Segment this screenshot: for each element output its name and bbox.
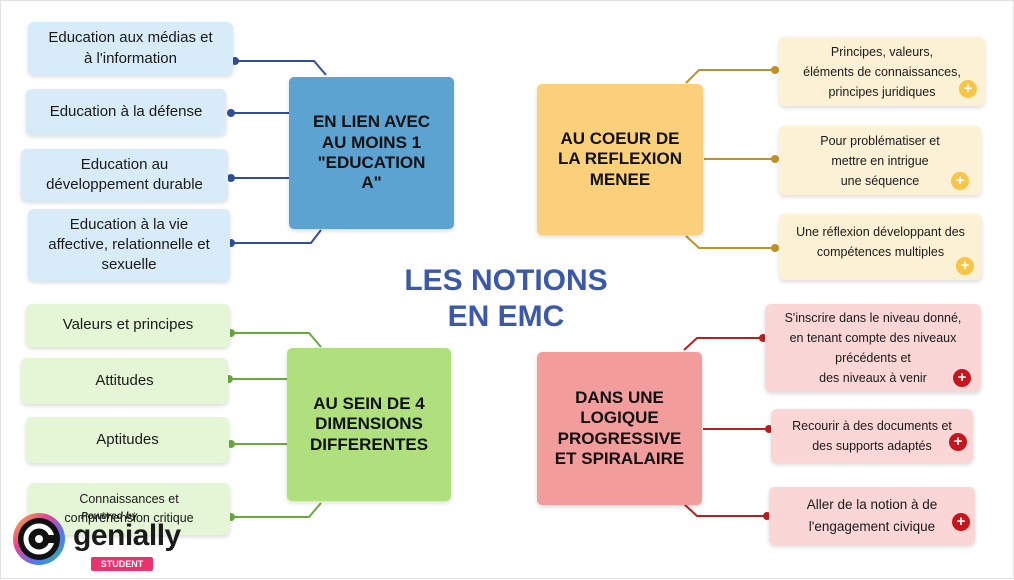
leaf-text-line: Connaissances et bbox=[79, 491, 179, 506]
branch-education-node[interactable]: EN LIEN AVEC AU MOINS 1 "EDUCATION A" bbox=[289, 77, 454, 229]
leaf-principes-valeurs[interactable]: Principes, valeurs, éléments de connaiss… bbox=[779, 37, 985, 106]
leaf-text-line: l'engagement civique bbox=[808, 519, 936, 534]
branch-label-line: PROGRESSIVE bbox=[557, 428, 682, 448]
leaf-text-line: affective, relationnelle et bbox=[48, 235, 210, 253]
leaf-reflexion-competences[interactable]: Une réflexion développant des compétence… bbox=[779, 214, 982, 280]
genially-brand-text: genially bbox=[73, 519, 181, 552]
leaf-recourir-documents[interactable]: Recourir à des documents et des supports… bbox=[771, 409, 973, 463]
connector-red-3 bbox=[683, 503, 767, 517]
leaf-text-line: précédents et bbox=[835, 351, 911, 365]
branch-label-line: AU COEUR DE bbox=[560, 128, 680, 148]
branch-dimensions-node[interactable]: AU SEIN DE 4 DIMENSIONS DIFFERENTES bbox=[287, 348, 451, 501]
leaf-text-line: une séquence bbox=[840, 173, 920, 188]
connector-dot bbox=[231, 57, 239, 65]
leaf-text-line: Education à la vie bbox=[69, 215, 189, 233]
connector-dot bbox=[227, 174, 235, 182]
leaf-text-line: sexuelle bbox=[101, 256, 157, 274]
connector-blue-4 bbox=[231, 229, 322, 244]
leaf-text-line: des supports adaptés bbox=[812, 439, 932, 453]
leaf-text-line: Attitudes bbox=[95, 371, 154, 389]
leaf-sinscrire-niveau[interactable]: S'inscrire dans le niveau donné, en tena… bbox=[765, 304, 981, 392]
title-line-1: LES NOTIONS bbox=[404, 264, 608, 297]
blue-connectors bbox=[231, 60, 327, 244]
connector-green-1 bbox=[231, 332, 322, 348]
leaf-text-line: Recourir à des documents et bbox=[792, 419, 952, 433]
connector-dot bbox=[227, 440, 235, 448]
expand-plus-icon[interactable]: + bbox=[949, 433, 967, 451]
branch-label-line: AU MOINS 1 bbox=[321, 132, 422, 152]
leaf-problematiser[interactable]: Pour problématiser et mettre en intrigue… bbox=[779, 126, 981, 195]
branch-label-line: LOGIQUE bbox=[580, 408, 659, 428]
leaf-text-line: compréhension critique bbox=[64, 511, 194, 525]
leaf-education-developpement-durable[interactable]: Education au développement durable bbox=[21, 149, 228, 201]
title-line-2: EN EMC bbox=[447, 300, 565, 333]
student-badge: STUDENT bbox=[91, 557, 153, 571]
connector-dot bbox=[771, 244, 779, 252]
expand-plus-icon[interactable]: + bbox=[952, 513, 970, 531]
leaf-notion-engagement[interactable]: Aller de la notion à de l'engagement civ… bbox=[769, 487, 975, 545]
branch-logique-node[interactable]: DANS UNE LOGIQUE PROGRESSIVE ET SPIRALAI… bbox=[537, 352, 702, 505]
genially-logo-icon bbox=[13, 513, 65, 565]
connector-dot bbox=[771, 66, 779, 74]
leaf-aptitudes[interactable]: Aptitudes bbox=[26, 417, 229, 463]
leaf-text-line: Aptitudes bbox=[96, 430, 159, 448]
leaf-attitudes[interactable]: Attitudes bbox=[21, 358, 228, 404]
expand-plus-icon[interactable]: + bbox=[959, 80, 977, 98]
leaf-education-vie-affective[interactable]: Education à la vie affective, relationne… bbox=[28, 209, 230, 281]
leaf-valeurs-principes[interactable]: Valeurs et principes bbox=[26, 304, 230, 347]
connector-blue-1 bbox=[235, 60, 327, 76]
branch-label-line: LA REFLEXION bbox=[557, 149, 683, 169]
yellow-connectors bbox=[685, 69, 775, 249]
expand-plus-icon[interactable]: + bbox=[951, 172, 969, 190]
leaf-text-line: Une réflexion développant des bbox=[796, 225, 965, 239]
leaf-education-defense[interactable]: Education à la défense bbox=[26, 89, 226, 135]
leaf-text-line: en tenant compte des niveaux bbox=[789, 331, 957, 345]
leaf-text-line: Principes, valeurs, bbox=[830, 44, 934, 59]
branch-label-line: "EDUCATION bbox=[317, 153, 426, 172]
leaf-text-line: S'inscrire dans le niveau donné, bbox=[784, 311, 962, 325]
leaf-text-line: Education au bbox=[80, 155, 169, 173]
leaf-text-line: mettre en intrigue bbox=[831, 153, 929, 168]
branch-label-line: DIMENSIONS bbox=[315, 414, 423, 434]
leaf-text-line: des niveaux à venir bbox=[819, 371, 927, 385]
leaf-text-line: Education à la défense bbox=[49, 102, 203, 120]
leaf-text-line: Aller de la notion à de bbox=[806, 497, 938, 513]
branch-label-line: DIFFERENTES bbox=[309, 434, 429, 454]
genially-logo[interactable]: Powered by genially STUDENT bbox=[7, 507, 181, 575]
leaf-text-line: à l'information bbox=[84, 49, 177, 67]
branch-label-line: DANS UNE bbox=[575, 387, 664, 407]
connector-dot bbox=[227, 109, 235, 117]
branch-label-line: EN LIEN AVEC bbox=[312, 112, 431, 132]
powered-by-text: Powered by bbox=[81, 511, 138, 522]
connector-red-1 bbox=[683, 337, 763, 351]
connector-yellow-3 bbox=[685, 235, 775, 249]
connector-green-4 bbox=[231, 502, 322, 518]
leaf-text-line: éléments de connaissances, bbox=[803, 64, 961, 79]
expand-plus-icon[interactable]: + bbox=[956, 257, 974, 275]
leaf-text-line: Education aux médias et bbox=[48, 29, 213, 47]
branch-label-line: AU SEIN DE 4 bbox=[313, 393, 425, 413]
connector-dot bbox=[771, 155, 779, 163]
green-connectors bbox=[229, 332, 322, 518]
branch-label-line: MENEE bbox=[589, 169, 651, 189]
branch-label-line: ET SPIRALAIRE bbox=[554, 448, 685, 468]
leaf-text-line: Pour problématiser et bbox=[820, 133, 940, 148]
leaf-text-line: principes juridiques bbox=[828, 84, 936, 99]
branch-reflexion-node[interactable]: AU COEUR DE LA REFLEXION MENEE bbox=[537, 84, 703, 235]
red-connectors bbox=[683, 337, 769, 517]
connector-yellow-1 bbox=[685, 69, 775, 84]
leaf-text-line: Valeurs et principes bbox=[62, 316, 194, 334]
expand-plus-icon[interactable]: + bbox=[953, 369, 971, 387]
leaf-education-medias[interactable]: Education aux médias et à l'information bbox=[28, 22, 233, 75]
leaf-text-line: compétences multiples bbox=[816, 245, 945, 259]
leaf-text-line: développement durable bbox=[46, 176, 203, 193]
diagram-title: LES NOTIONS EN EMC bbox=[381, 263, 631, 335]
branch-label-line: A" bbox=[361, 173, 382, 193]
